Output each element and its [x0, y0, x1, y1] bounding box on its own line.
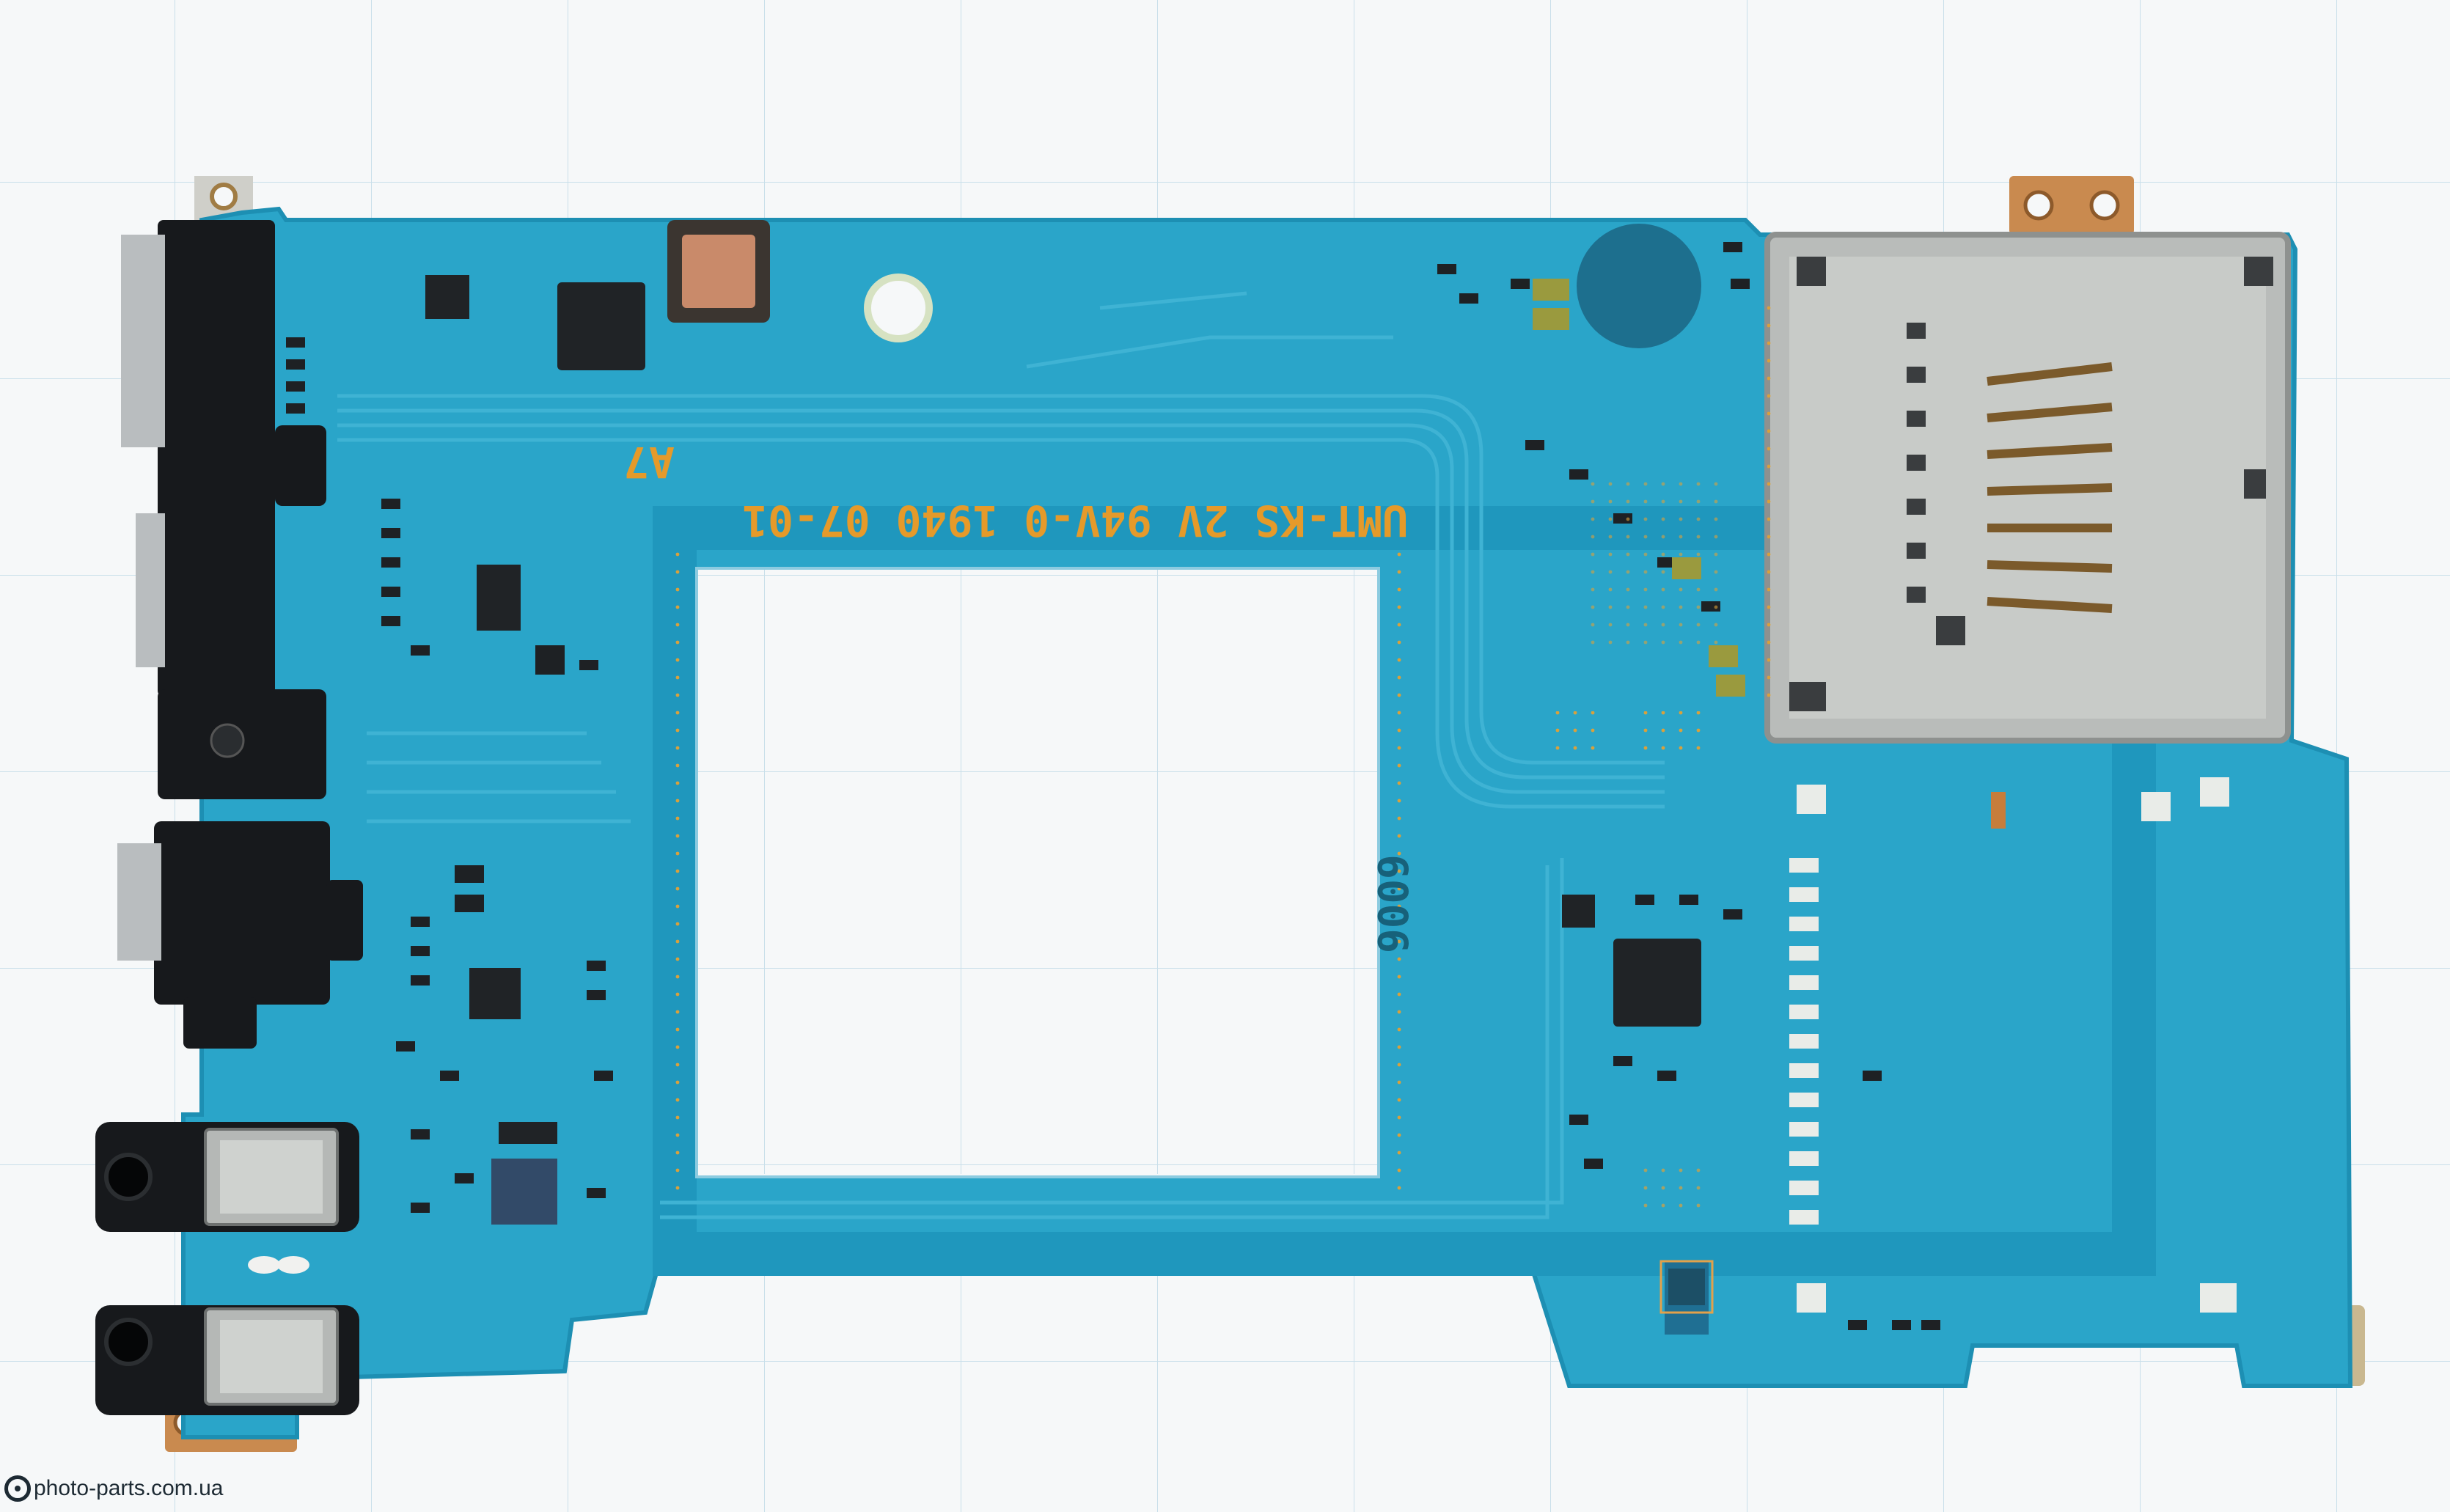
mounting-hole: [864, 274, 933, 342]
copper-pad: [1991, 792, 2006, 829]
olive-components: [1533, 279, 1745, 697]
watermark: photo-parts.com.ua: [4, 1475, 223, 1502]
silkscreen-board-id: UMT-KS 2V 94V-0 1940 07-01: [742, 496, 1408, 546]
hdmi-connector: [158, 220, 275, 697]
audio-jack-top: [95, 1122, 359, 1232]
via-arrays: [1547, 469, 1731, 1217]
sd-card-slot: [1764, 232, 2291, 744]
left-connector-strip: [117, 220, 363, 1049]
jack-hole-icon: [104, 1153, 153, 1201]
small-pad-pair: [248, 1256, 280, 1274]
ground-pad: [1577, 224, 1701, 348]
sensor-chip: [667, 220, 770, 323]
watermark-text: photo-parts.com.ua: [34, 1476, 224, 1500]
pcb-traces: [337, 291, 1665, 1219]
datamatrix-code: [1659, 1260, 1714, 1314]
camera-lens-logo-icon: [4, 1475, 31, 1502]
sensor-window-cutout: [653, 506, 2156, 1276]
silkscreen-labels: UMT-KS 2V 94V-0 1940 07-01 A7: [623, 437, 1408, 546]
silkscreen-code: 9009: [1371, 854, 1418, 953]
silkscreen-a7: A7: [623, 437, 675, 487]
audio-jack-bottom: [95, 1305, 359, 1415]
flex-connector-pads: [1789, 777, 2237, 1313]
jack-hole-icon: [104, 1318, 153, 1366]
integrated-circuits: [425, 275, 1709, 1335]
micro-usb-connector: [154, 821, 330, 1005]
